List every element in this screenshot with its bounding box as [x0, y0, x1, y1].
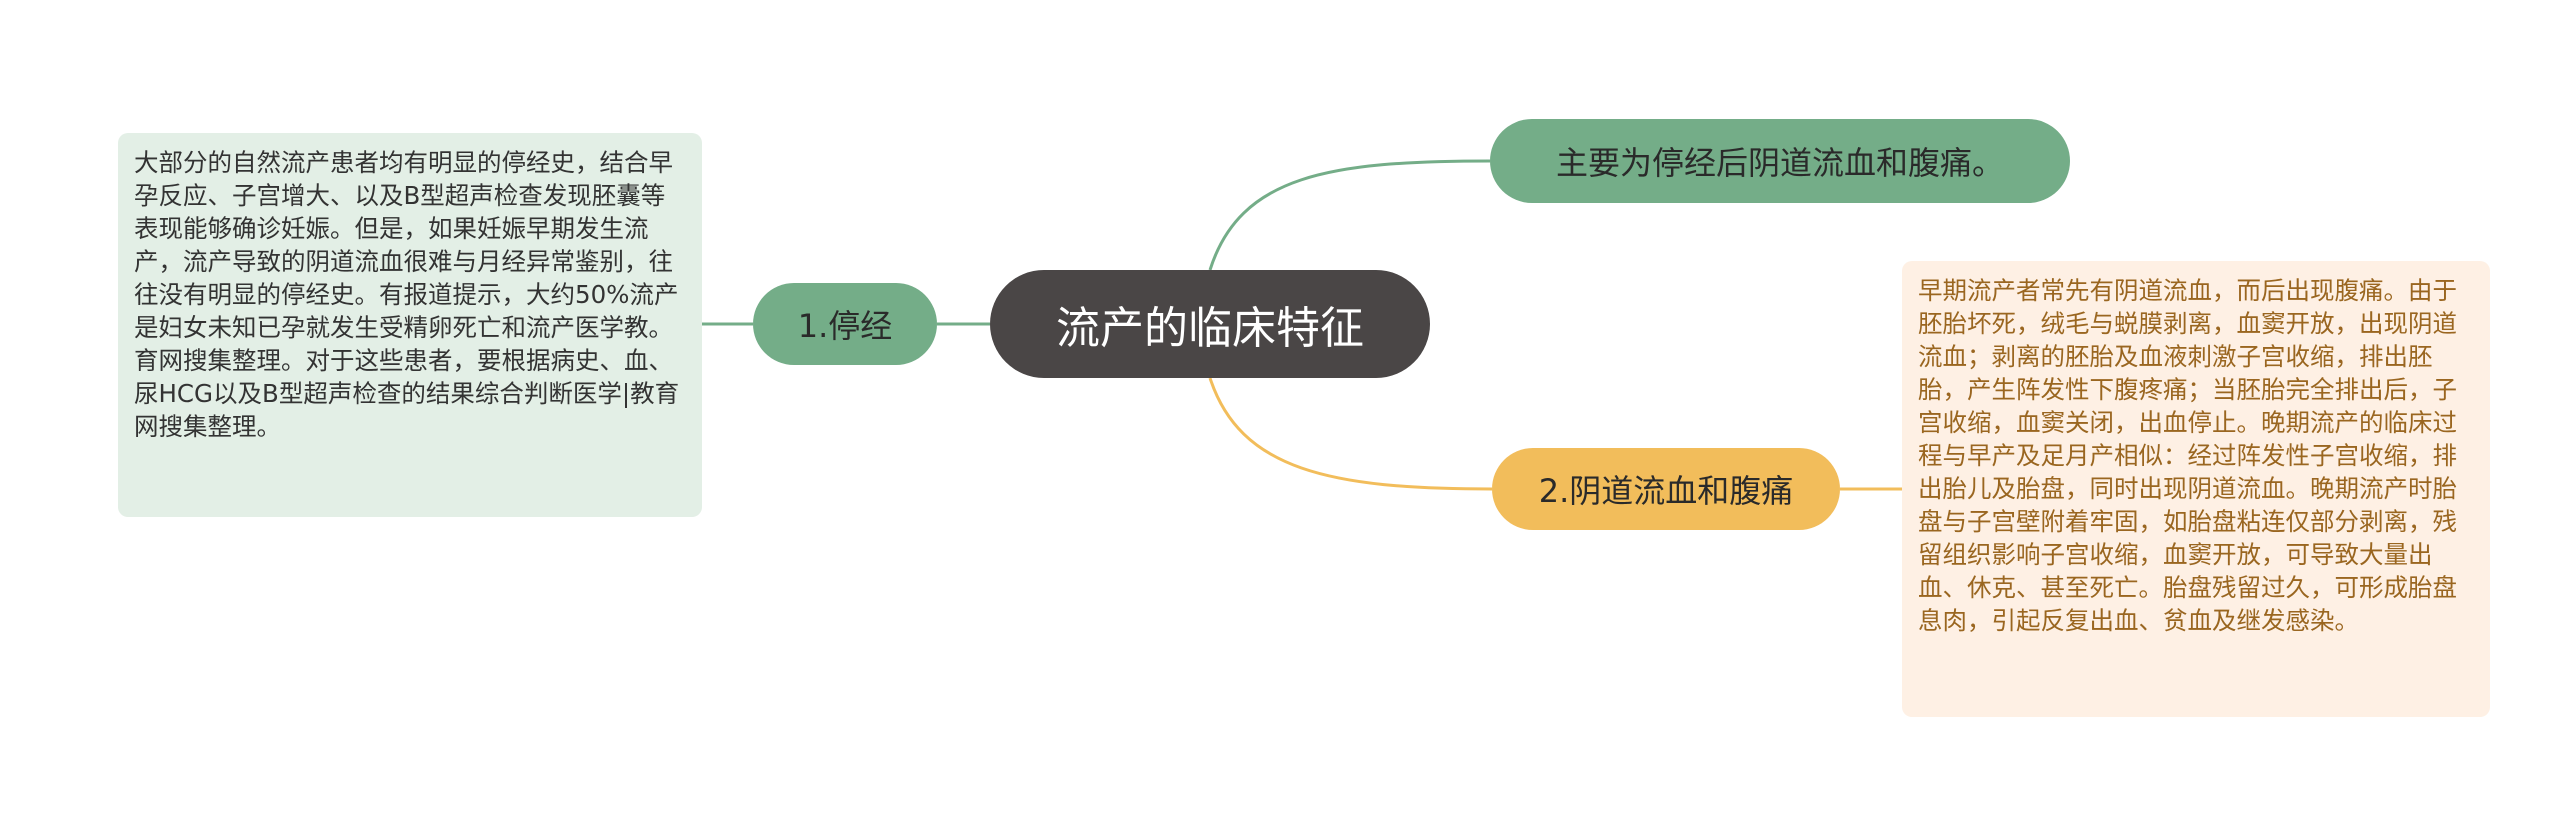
bleeding-pain-detail-note[interactable]: 早期流产者常先有阴道流血，而后出现腹痛。由于胚胎坏死，绒毛与蜕膜剥离，血窦开放，… [1902, 261, 2490, 717]
topic-amenorrhea-label: 1.停经 [797, 307, 893, 345]
bleeding-pain-detail-text: 早期流产者常先有阴道流血，而后出现腹痛。由于胚胎坏死，绒毛与蜕膜剥离，血窦开放，… [1918, 276, 2457, 635]
central-topic-label: 流产的临床特征 [1056, 303, 1364, 354]
amenorrhea-detail-text: 大部分的自然流产患者均有明显的停经史，结合早孕反应、子宫增大、以及B型超声检查发… [134, 148, 680, 441]
topic-bleeding-and-pain-label: 2.阴道流血和腹痛 [1538, 472, 1794, 510]
topic-bleeding-and-pain[interactable]: 2.阴道流血和腹痛 [1492, 448, 1840, 530]
topic-main-symptoms-label: 主要为停经后阴道流血和腹痛。 [1555, 144, 2004, 182]
connector-center-to-top-leaf [1208, 159, 1491, 271]
topic-main-symptoms[interactable]: 主要为停经后阴道流血和腹痛。 [1490, 119, 2070, 203]
central-topic[interactable]: 流产的临床特征 [990, 270, 1430, 378]
topic-amenorrhea[interactable]: 1.停经 [753, 283, 937, 365]
amenorrhea-detail-note[interactable]: 大部分的自然流产患者均有明显的停经史，结合早孕反应、子宫增大、以及B型超声检查发… [118, 133, 702, 517]
connector-center-to-branch2 [1208, 377, 1493, 491]
